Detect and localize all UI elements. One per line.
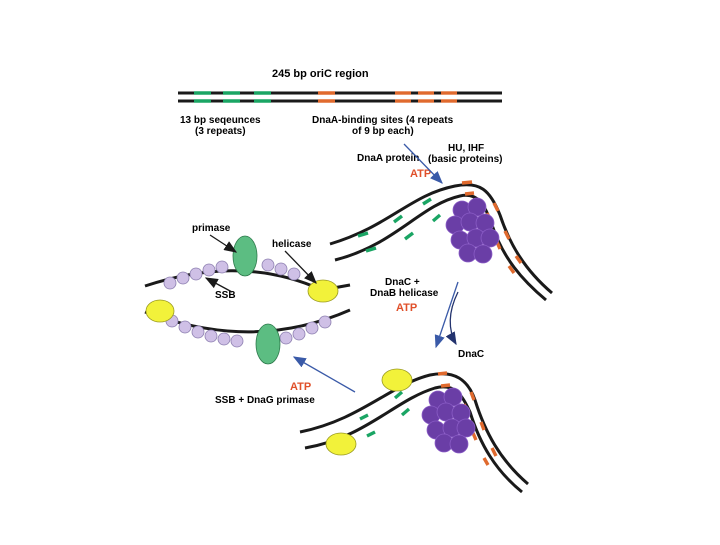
replication-bubble (144, 235, 351, 365)
arrow-step1 (403, 143, 443, 184)
13bp-repeats (194, 91, 271, 103)
helicase-right (307, 279, 339, 303)
helicase-pointer (284, 250, 317, 284)
atp-label-1: ATP (410, 168, 431, 180)
helicase-left (145, 299, 175, 323)
seq13-label-line2: (3 repeats) (195, 126, 246, 137)
dnac-label: DnaC (458, 349, 484, 360)
helicase-top-loaded (381, 368, 413, 392)
dnaa-sites-label-line2: of 9 bp each) (352, 126, 414, 137)
dnaa-binding-sites (318, 91, 457, 103)
arrow-dnac-release (445, 291, 459, 346)
hu-ihf-label-line2: (basic proteins) (428, 154, 502, 165)
helicase-loaded-bubble (299, 368, 529, 494)
arrow-step2 (434, 281, 459, 349)
seq13-label-line1: 13 bp seqeunces (180, 115, 261, 126)
ssb-beads-top (163, 258, 301, 290)
oric-linear-dna: 245 bp oriC region 13 bp seqeunces (3 re… (178, 68, 502, 137)
dnac-dnab-label-line1: DnaC + (385, 277, 420, 288)
dnaa-protein-cluster-2 (421, 387, 476, 454)
helicase-bottom-loaded (325, 432, 357, 456)
primase-label: primase (192, 223, 231, 234)
helicase-label: helicase (272, 239, 312, 250)
dnaa-protein-label: DnaA protein (357, 153, 419, 164)
primase-top (232, 235, 258, 277)
hu-ihf-label-line1: HU, IHF (448, 143, 484, 154)
dnac-dnab-label-line2: DnaB helicase (370, 288, 439, 299)
dnaa-sites-label-line1: DnaA-binding sites (4 repeats (312, 115, 454, 126)
ssb-dnag-label: SSB + DnaG primase (215, 395, 315, 406)
primase-pointer (209, 234, 238, 253)
arrow-step3 (292, 356, 356, 393)
region-title: 245 bp oriC region (272, 68, 369, 80)
ssb-label: SSB (215, 290, 236, 301)
dnaa-protein-cluster (445, 197, 500, 264)
ssb-pointer (204, 277, 233, 293)
atp-label-3: ATP (290, 381, 311, 393)
dnaa-bound-bubble (329, 180, 553, 302)
primase-bottom (255, 323, 281, 365)
atp-label-2: ATP (396, 302, 417, 314)
